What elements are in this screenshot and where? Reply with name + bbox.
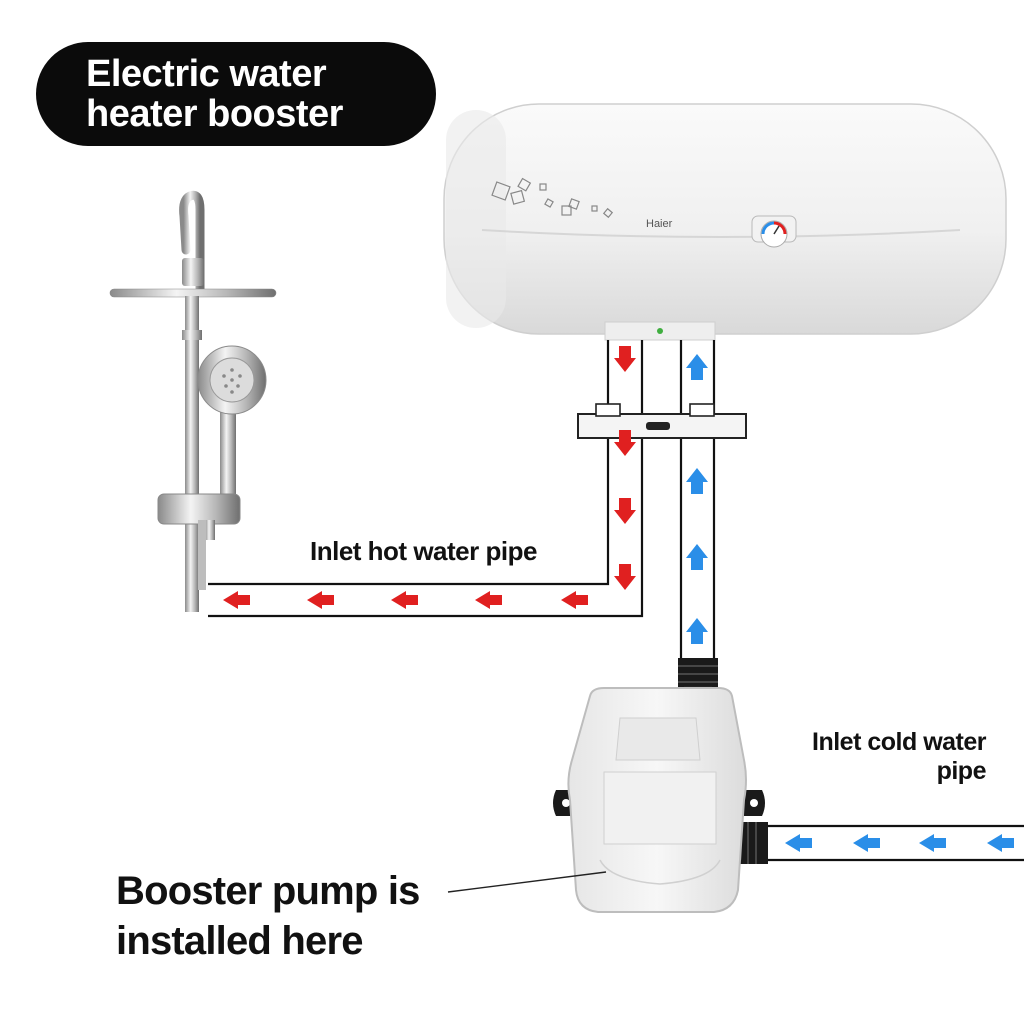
cold-water-pipe-inlet [766,824,1024,862]
hot-pipe-label: Inlet hot water pipe [310,536,537,566]
heater-brand-label: Haier [646,218,673,230]
booster-pump-icon [553,687,765,913]
pump-label-line-1: Booster pump is [116,869,420,913]
shower-icon [109,190,277,612]
pipe-bracket [577,403,747,439]
cold-pipe-label-line-1: Inlet cold water [812,728,986,756]
hot-water-pipe [208,340,644,618]
cold-pipe-label-line-2: pipe [936,757,987,785]
water-heater-icon [443,103,1007,341]
cold-pipe-label: Inlet cold water pipe [726,728,986,786]
pump-label: Booster pump is installed here [116,866,420,966]
pump-pointer-line [447,871,607,893]
pump-label-line-2: installed here [116,919,363,963]
pump-side-connector [732,822,768,864]
hot-flow-arrows [223,346,636,609]
cold-water-pipe-vertical [679,340,716,658]
title-line-1: Electric water [86,53,327,95]
title-line-2: heater booster [86,93,343,135]
title-banner: Electric water heater booster [36,42,436,146]
